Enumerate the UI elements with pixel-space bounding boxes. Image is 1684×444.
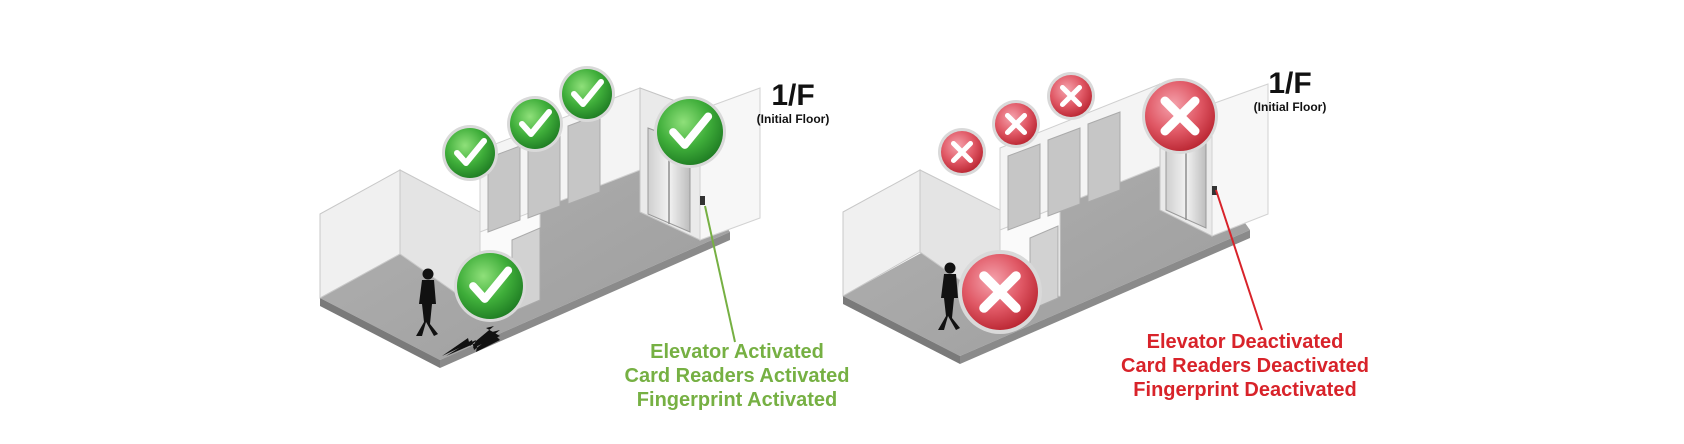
- right-person: [938, 262, 960, 330]
- right-cross-badges: [938, 72, 1218, 334]
- check-icon: [507, 96, 563, 152]
- check-icon: [454, 250, 526, 322]
- right-card-reader: [1212, 186, 1217, 195]
- left-direction-arrow: [442, 326, 500, 356]
- left-person: [416, 268, 438, 336]
- left-floor-edge-2: [440, 232, 730, 368]
- left-floor-title: 1/F (Initial Floor): [738, 79, 848, 127]
- right-status-card-readers: Card Readers Deactivated: [1121, 355, 1369, 377]
- left-status-card-readers: Card Readers Activated: [624, 365, 850, 387]
- check-icon: [559, 66, 615, 122]
- right-floor-edge: [843, 296, 960, 364]
- check-icon: [654, 96, 726, 168]
- right-scene: [842, 72, 1269, 364]
- cross-icon: [938, 128, 986, 176]
- left-check-badges: [442, 66, 726, 322]
- right-floor-title: 1/F (Initial Floor): [1235, 67, 1345, 115]
- check-icon: [442, 125, 498, 181]
- cross-icon: [1047, 72, 1095, 120]
- left-elevator-bays: [487, 113, 601, 233]
- left-callout-line: [704, 205, 736, 343]
- left-floor-label: 1/F: [771, 79, 815, 112]
- right-floor-sub: (Initial Floor): [1253, 100, 1327, 114]
- right-floor-label: 1/F: [1268, 67, 1312, 100]
- left-status-elevator: Elevator Activated: [650, 341, 824, 363]
- left-scene: [319, 66, 761, 368]
- right-floor-edge-2: [960, 230, 1250, 364]
- left-card-reader: [700, 196, 705, 205]
- left-status-fingerprint: Fingerprint Activated: [636, 389, 838, 411]
- right-status-text: Elevator Deactivated Card Readers Deacti…: [1100, 330, 1390, 402]
- right-callout-line: [1215, 189, 1263, 331]
- right-elevator-bays: [1007, 111, 1121, 231]
- cross-icon: [1142, 78, 1218, 154]
- left-floor-edge: [320, 298, 440, 368]
- cross-icon: [958, 250, 1042, 334]
- right-status-fingerprint: Fingerprint Deactivated: [1133, 379, 1357, 401]
- left-status-text: Elevator Activated Card Readers Activate…: [602, 340, 872, 412]
- left-floor-sub: (Initial Floor): [756, 112, 830, 126]
- cross-icon: [992, 100, 1040, 148]
- left-floor-arrow: [446, 330, 500, 356]
- right-status-elevator: Elevator Deactivated: [1146, 331, 1344, 353]
